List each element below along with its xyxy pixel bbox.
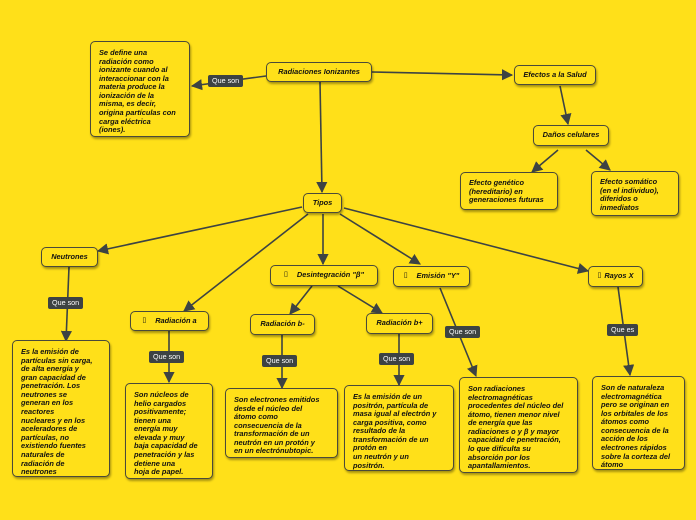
line-beta-to-bminus <box>289 285 313 315</box>
node-neutrones-desc[interactable]: Es la emisión de partículas sin carga, d… <box>12 340 110 477</box>
node-radiacion-b-mas-desc-text: Es la emisión de un positrón, partícula … <box>353 392 437 470</box>
link-label-que-son-radiacion-a: Que son <box>149 351 185 363</box>
node-neutrones-desc-text: Es la emisión de partículas sin carga, d… <box>21 347 93 477</box>
link-label-que-son-neutrones: Que son <box>48 297 84 309</box>
node-radiacion-b-mas-text: Radiación b+ <box>376 318 423 328</box>
line-effects-to-damage <box>559 85 572 126</box>
line-types-to-alpha <box>183 213 309 312</box>
node-efecto-genetico[interactable]: Efecto genético (hereditario) en generac… <box>460 172 558 210</box>
node-danos-celulares-text: Daños celulares <box>542 130 600 140</box>
line-root-to-types <box>316 81 328 194</box>
topic-icon: ▯ <box>142 316 147 324</box>
topic-icon: ▯ <box>597 272 602 280</box>
line-beta-to-bplus <box>337 285 383 314</box>
link-label-que-son-definicion: Que son <box>208 75 244 87</box>
node-desintegracion-beta-text: Desintegración "β" <box>296 270 364 280</box>
line-damage-to-genetic <box>531 149 559 173</box>
link-label-que-son-b-mas: Que son <box>379 353 415 365</box>
node-radiacion-a-text: Radiación a <box>155 315 197 325</box>
node-rayos-x-desc-text: Son de naturaleza electromagnética pero … <box>601 383 671 470</box>
node-neutrones[interactable]: Neutrones <box>41 247 98 267</box>
node-rayos-x-desc[interactable]: Son de naturaleza electromagnética pero … <box>592 376 685 470</box>
node-efectos-salud-text: Efectos a la Salud <box>523 69 587 79</box>
node-tipos[interactable]: Tipos <box>303 193 342 213</box>
node-definicion-text: Se define una radiación como ionizante c… <box>99 48 176 135</box>
line-damage-to-somatic <box>585 149 611 171</box>
node-radiacion-b-menos-text: Radiación b- <box>260 319 305 329</box>
node-radiacion-b-menos-desc-text: Son electrones emitidos desde el núcleo … <box>234 395 320 456</box>
link-label-que-es-rayos-x: Que es <box>607 324 639 336</box>
topic-icon: ▯ <box>284 271 288 279</box>
node-emision-gamma-desc[interactable]: Son radiaciones electromagnéticas proced… <box>459 377 578 473</box>
link-label-que-son-gamma: Que son <box>445 326 481 338</box>
node-rayos-x-text: Rayos X <box>604 271 634 281</box>
node-emision-gamma-text: Emisión "Y" <box>416 271 460 281</box>
node-radiacion-a-desc-text: Son núcleos de helio cargados positivame… <box>134 390 198 477</box>
line-types-to-gamma <box>339 213 421 265</box>
line-root-to-effects <box>371 69 514 81</box>
line-types-to-xrays <box>343 207 590 274</box>
node-efecto-somatico-text: Efecto somático (en el individuo), difer… <box>600 177 659 212</box>
node-radiaciones-ionizantes[interactable]: Radiaciones Ionizantes <box>266 62 372 82</box>
node-efecto-somatico[interactable]: Efecto somático (en el individuo), difer… <box>591 171 679 216</box>
node-radiacion-b-mas-desc[interactable]: Es la emisión de un positrón, partícula … <box>344 385 454 471</box>
node-emision-gamma[interactable]: ▯ Emisión "Y" <box>393 266 470 287</box>
node-tipos-text: Tipos <box>312 197 333 207</box>
node-radiaciones-ionizantes-text: Radiaciones Ionizantes <box>278 66 360 76</box>
node-efecto-genetico-text: Efecto genético (hereditario) en generac… <box>469 178 544 205</box>
node-efectos-salud[interactable]: Efectos a la Salud <box>514 65 596 85</box>
node-radiacion-b-menos[interactable]: Radiación b- <box>250 314 315 335</box>
node-radiacion-b-mas[interactable]: Radiación b+ <box>366 313 433 334</box>
link-label-que-son-b-menos: Que son <box>262 355 298 367</box>
node-radiacion-a[interactable]: ▯ Radiación a <box>130 311 209 331</box>
node-rayos-x[interactable]: ▯ Rayos X <box>588 266 643 287</box>
node-definicion[interactable]: Se define una radiación como ionizante c… <box>90 41 190 137</box>
node-radiacion-a-desc[interactable]: Son núcleos de helio cargados positivame… <box>125 383 213 479</box>
node-danos-celulares[interactable]: Daños celulares <box>533 125 609 146</box>
node-neutrones-text: Neutrones <box>51 251 88 261</box>
line-types-to-neutrons <box>96 206 303 255</box>
node-emision-gamma-desc-text: Son radiaciones electromagnéticas proced… <box>468 384 564 471</box>
node-radiacion-b-menos-desc[interactable]: Son electrones emitidos desde el núcleo … <box>225 388 338 458</box>
node-desintegracion-beta[interactable]: ▯ Desintegración "β" <box>270 265 378 286</box>
topic-icon: ▯ <box>403 272 408 280</box>
